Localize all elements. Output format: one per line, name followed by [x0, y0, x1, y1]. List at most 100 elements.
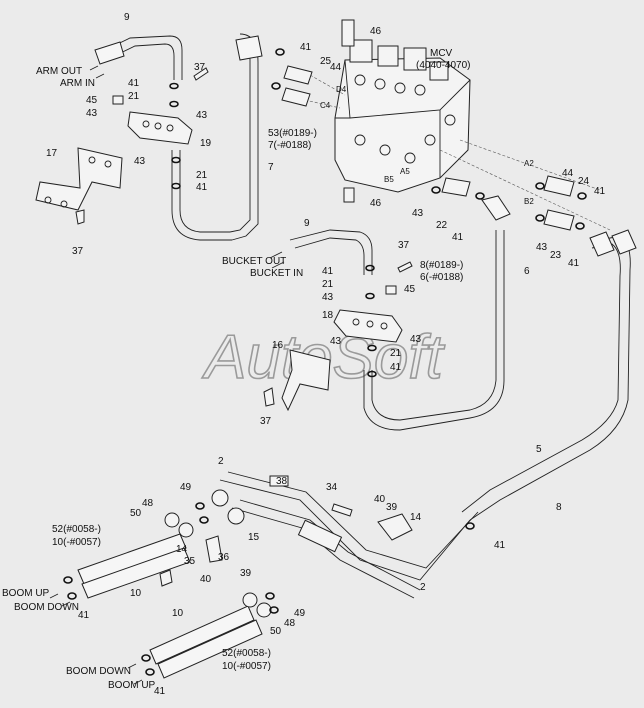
callout: 39 — [386, 502, 398, 513]
callout: 41 — [128, 78, 140, 89]
callout: 50 — [270, 626, 282, 637]
callout: 53(#0189-) — [268, 128, 317, 139]
callout: 43 — [134, 156, 146, 167]
callout: 52(#0058-) — [222, 648, 271, 659]
callout: 43 — [86, 108, 98, 119]
main-control-valve — [334, 19, 471, 203]
callout: 36 — [218, 552, 230, 563]
callout: 15 — [248, 532, 260, 543]
callout: 50 — [130, 508, 142, 519]
label-arm-in: ARM IN — [60, 78, 95, 89]
callout: 14 — [176, 544, 188, 555]
callout: 21 — [390, 348, 402, 359]
callout: 18 — [322, 310, 334, 321]
callout: 41 — [594, 186, 606, 197]
callout: 46 — [370, 198, 382, 209]
callout: 44 — [330, 62, 342, 73]
port-d4: D4 — [336, 85, 347, 94]
callout: 40 — [374, 494, 386, 505]
port-b2: B2 — [524, 197, 534, 206]
callout: 45 — [404, 284, 416, 295]
callout: 37 — [398, 240, 410, 251]
mcv-title: MCV — [430, 48, 453, 59]
callout: 10(-#0057) — [52, 537, 101, 548]
callout: 8(#0189-) — [420, 260, 463, 271]
callout: 43 — [412, 208, 424, 219]
callout: 41 — [78, 610, 90, 621]
port-c4: C4 — [320, 101, 331, 110]
callouts: 9 46 41 25 44 37 41 21 45 43 43 19 53(#0… — [46, 12, 606, 697]
callout: 9 — [304, 218, 310, 229]
callout: 35 — [184, 556, 196, 567]
callout: 41 — [390, 362, 402, 373]
callout: 22 — [436, 220, 448, 231]
boom-hoses-upper — [77, 512, 194, 599]
bucket-hoses — [289, 195, 511, 431]
label-arm-out: ARM OUT — [36, 66, 82, 77]
callout: 2 — [218, 456, 224, 467]
callout: 38 — [276, 476, 288, 487]
flow-arrows — [49, 65, 285, 685]
long-hoses — [461, 229, 637, 521]
callout: 34 — [326, 482, 338, 493]
callout: 10(-#0057) — [222, 661, 271, 672]
callout: 49 — [180, 482, 192, 493]
callout: 41 — [300, 42, 312, 53]
boom-hoses-lower — [149, 592, 272, 679]
callout: 49 — [294, 608, 306, 619]
callout: 39 — [240, 568, 252, 579]
bolts — [75, 67, 413, 587]
port-b5: B5 — [384, 175, 394, 184]
callout: 10 — [130, 588, 142, 599]
label-boom-up-1: BOOM UP — [2, 588, 50, 599]
port-a5: A5 — [400, 167, 410, 176]
callout: 7 — [268, 162, 274, 173]
flange-14a — [377, 513, 413, 541]
callout: 46 — [370, 26, 382, 37]
callout: 14 — [410, 512, 422, 523]
callout: 41 — [494, 540, 506, 551]
callout: 41 — [452, 232, 464, 243]
callout: 25 — [320, 56, 332, 67]
callout: 7(-#0188) — [268, 140, 311, 151]
callout: 48 — [142, 498, 154, 509]
callout: 23 — [550, 250, 562, 261]
flange-14b — [205, 535, 223, 563]
boom-pipes — [211, 471, 479, 599]
callout: 2 — [420, 582, 426, 593]
callout: 16 — [272, 340, 284, 351]
callout: 43 — [330, 336, 342, 347]
callout: 9 — [124, 12, 130, 23]
o-rings — [63, 48, 587, 676]
callout: 41 — [568, 258, 580, 269]
callout: 37 — [72, 246, 84, 257]
mcv-serial-range: (4040-4070) — [416, 60, 470, 71]
callout: 45 — [86, 95, 98, 106]
callout: 43 — [196, 110, 208, 121]
callout: 37 — [260, 416, 272, 427]
callout: 48 — [284, 618, 296, 629]
callout: 24 — [578, 176, 590, 187]
bracket-17 — [35, 147, 123, 211]
block-18 — [333, 309, 403, 343]
callout: 41 — [322, 266, 334, 277]
callout: 43 — [322, 292, 334, 303]
bracket-16 — [281, 349, 331, 412]
label-bucket-out: BUCKET OUT — [222, 256, 286, 267]
label-boom-up-2: BOOM UP — [108, 680, 156, 691]
callout: 41 — [154, 686, 166, 697]
callout: 44 — [562, 168, 574, 179]
arm-hoses — [94, 33, 263, 241]
port-a2: A2 — [524, 159, 534, 168]
callout: 6 — [524, 266, 530, 277]
callout: 8 — [556, 502, 562, 513]
callout: 40 — [200, 574, 212, 585]
callout: 21 — [322, 279, 334, 290]
callout: 21 — [128, 91, 140, 102]
label-bucket-in: BUCKET IN — [250, 268, 303, 279]
label-boom-down-1: BOOM DOWN — [14, 602, 79, 613]
callout: 19 — [200, 138, 212, 149]
callout: 5 — [536, 444, 542, 455]
